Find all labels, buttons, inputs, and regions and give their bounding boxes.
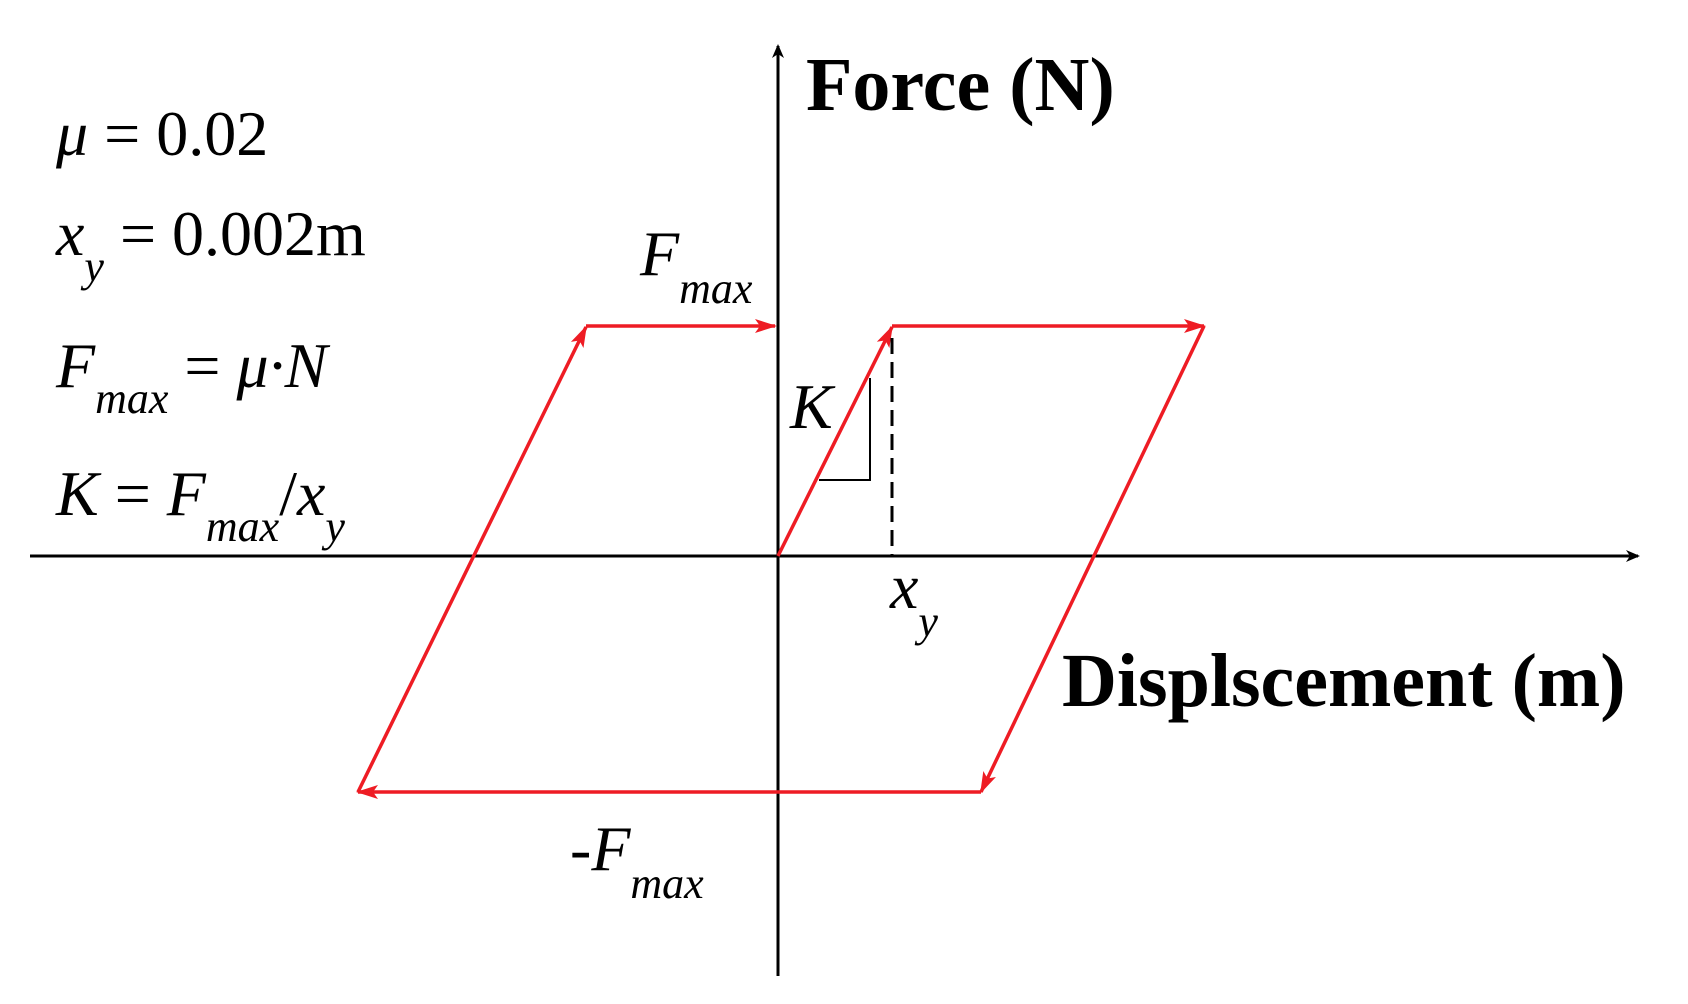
equation-fmax: Fmax = μ·N — [55, 330, 331, 423]
equation-xy: xy = 0.002m — [55, 198, 366, 291]
unloading-segment — [979, 325, 1206, 794]
y-axis-title: Force (N) — [806, 43, 1115, 127]
equation-k: K = Fmax/xy — [55, 458, 345, 551]
slope-triangle — [819, 378, 871, 481]
label-k: K — [789, 371, 836, 442]
label-xy: xy — [889, 551, 938, 646]
x-axis-title: Displscement (m) — [1062, 639, 1626, 723]
label-fmax-top: Fmax — [639, 218, 753, 313]
equation-mu: μ = 0.02 — [55, 98, 268, 169]
reloading-segment — [356, 325, 588, 793]
hysteresis-loop — [356, 319, 1206, 799]
initial-loading-segment — [776, 325, 894, 557]
label-fmax-bottom: -Fmax — [570, 813, 704, 908]
